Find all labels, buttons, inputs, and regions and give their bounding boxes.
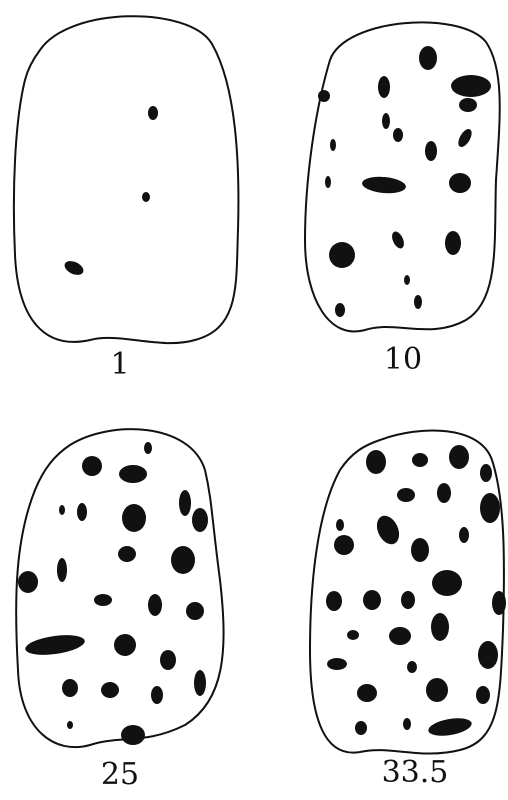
cell-outline [305,22,500,331]
panel-3 [16,429,223,747]
panel-2 [305,22,500,331]
spots [18,442,208,745]
panel-label-10: 10 [343,345,463,375]
panel-label-33-5: 33.5 [355,758,475,788]
panel-4 [310,430,506,753]
spots [318,46,491,317]
spots [62,106,158,278]
panel-1 [14,16,239,343]
panel-label-1: 1 [60,350,180,380]
spots [326,445,506,739]
panel-label-25: 25 [60,760,180,790]
cell-outline [14,16,239,343]
